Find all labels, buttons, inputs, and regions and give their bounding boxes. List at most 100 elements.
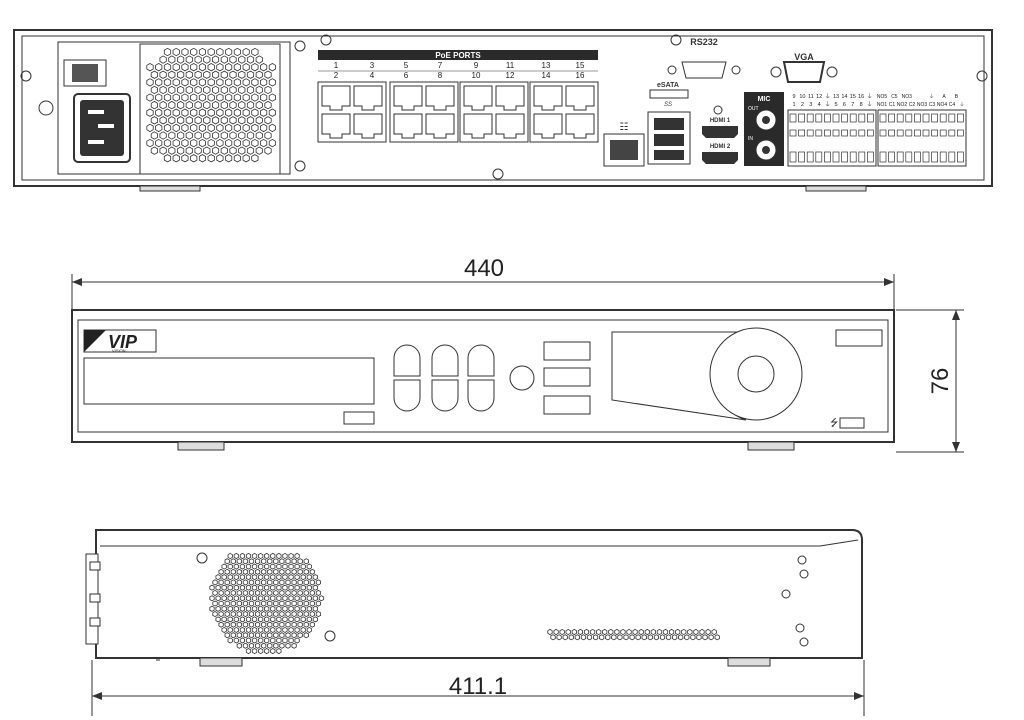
- vent-hole: [632, 628, 638, 636]
- vent-hole: [229, 146, 237, 155]
- terminal-slot: [957, 151, 964, 163]
- vent-hole: [242, 632, 249, 639]
- vent-hole: [288, 626, 294, 633]
- terminal-slot: [832, 151, 840, 163]
- vent-hole: [267, 589, 273, 596]
- vent-hole: [227, 574, 233, 581]
- vent-hole: [146, 123, 154, 133]
- vent-hole: [261, 579, 267, 586]
- vent-hole: [306, 584, 312, 591]
- usb3-port: [654, 134, 684, 146]
- esata-label: eSATA: [657, 82, 679, 89]
- vent-hole: [251, 138, 259, 148]
- vent-hole: [255, 611, 261, 618]
- vent-hole: [245, 574, 252, 581]
- vent-hole: [294, 626, 300, 633]
- vent-hole: [236, 611, 242, 618]
- vent-hole: [267, 558, 273, 565]
- vent-hole: [258, 626, 264, 633]
- vent-hole: [216, 47, 224, 57]
- vent-hole: [246, 100, 255, 110]
- vent-hole: [227, 584, 233, 591]
- vent-hole: [255, 85, 263, 95]
- vent-hole: [168, 70, 176, 79]
- vent-hole: [172, 108, 180, 117]
- vent-hole: [163, 93, 172, 102]
- terminal-release: [832, 129, 840, 137]
- terminal-release: [896, 129, 904, 137]
- vent-hole: [294, 574, 300, 581]
- vent-hole: [264, 100, 272, 110]
- vent-hole: [230, 568, 236, 575]
- vent-hole: [568, 634, 574, 641]
- alarm-input-label: 1: [792, 102, 795, 108]
- vent-hole: [279, 600, 285, 607]
- vent-hole: [233, 605, 239, 612]
- vent-hole: [224, 568, 230, 575]
- ground-screw-icon: [38, 100, 54, 116]
- vent-hole: [215, 584, 221, 591]
- vent-hole: [285, 632, 291, 639]
- relay-output-label: A: [942, 94, 946, 100]
- vent-hole: [198, 138, 206, 148]
- vent-hole: [276, 552, 282, 560]
- vent-hole: [650, 628, 656, 636]
- vent-hole: [236, 632, 242, 639]
- height-dimension-label: 76: [927, 368, 954, 395]
- vent-hole: [168, 131, 176, 140]
- vent-hole: [209, 605, 215, 612]
- vent-hole: [297, 632, 303, 639]
- terminal-screw: [849, 113, 857, 123]
- vent-hole: [163, 63, 172, 72]
- vent-hole: [155, 93, 163, 102]
- rj45-port: [463, 85, 493, 111]
- vent-hole: [233, 138, 241, 148]
- vent-hole: [255, 589, 261, 596]
- vent-hole: [276, 626, 282, 633]
- vent-hole: [714, 634, 720, 641]
- alarm-input-label: 2: [801, 102, 804, 108]
- vent-hole: [236, 621, 242, 628]
- vent-hole: [291, 642, 297, 649]
- vent-hole: [224, 621, 230, 628]
- vent-hole: [273, 632, 279, 639]
- poe-port-number: 10: [472, 71, 481, 80]
- side-fan-hex-grille: [209, 552, 325, 655]
- vent-hole: [294, 616, 300, 623]
- vent-hole: [693, 628, 699, 636]
- vent-hole: [212, 55, 220, 64]
- vent-hole: [297, 589, 303, 596]
- vent-hole: [687, 628, 693, 636]
- vent-hole: [185, 116, 193, 125]
- vent-hole: [251, 93, 259, 102]
- vent-hole: [194, 55, 202, 64]
- power-switch-rocker: [72, 64, 98, 82]
- vent-hole: [291, 579, 297, 586]
- terminal-slot: [914, 151, 921, 163]
- vent-hole: [229, 116, 237, 125]
- vent-hole: [684, 634, 690, 641]
- rj45-port: [425, 113, 455, 139]
- vent-hole: [264, 116, 272, 125]
- vent-hole: [242, 579, 249, 586]
- relay-output-label: C5: [891, 94, 898, 100]
- vent-hole: [268, 108, 276, 117]
- vent-hole: [220, 131, 228, 140]
- terminal-slot: [931, 151, 938, 163]
- terminal-release: [858, 129, 866, 137]
- vent-hole: [276, 595, 282, 602]
- vent-hole: [303, 600, 309, 607]
- vent-hole: [282, 626, 288, 633]
- vent-hole: [242, 558, 249, 565]
- rj45-port: [495, 85, 525, 111]
- vent-hole: [207, 108, 215, 117]
- vent-hole: [225, 108, 233, 117]
- vent-hole: [220, 85, 228, 95]
- vent-hole: [285, 589, 291, 596]
- vent-hole: [309, 600, 315, 607]
- vent-hole: [212, 579, 218, 586]
- vent-hole: [190, 47, 198, 57]
- terminal-slot: [815, 151, 823, 163]
- vent-hole: [248, 632, 255, 639]
- vent-hole: [267, 579, 273, 586]
